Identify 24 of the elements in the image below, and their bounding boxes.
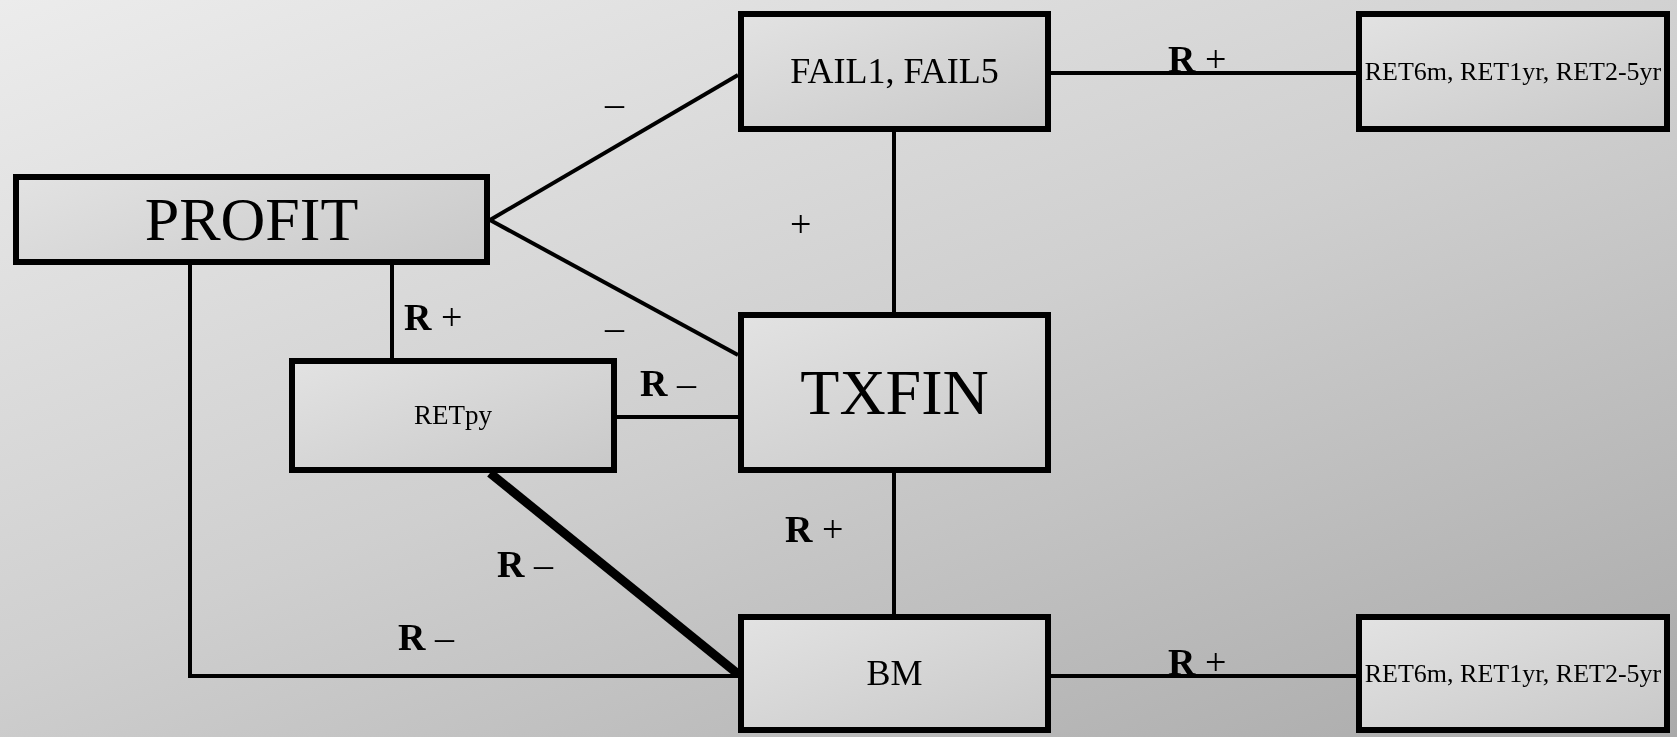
connector-line bbox=[892, 473, 896, 614]
variable-box: PROFIT bbox=[13, 174, 490, 265]
edge-label: – bbox=[605, 84, 624, 122]
variable-box: RET6m, RET1yr, RET2-5yr bbox=[1356, 614, 1670, 733]
edge-label: + bbox=[790, 205, 812, 243]
connector-line bbox=[617, 415, 738, 419]
connector-line bbox=[390, 265, 394, 358]
connector-line bbox=[892, 132, 896, 312]
variable-box: RETpy bbox=[289, 358, 617, 473]
edge-label: R + bbox=[404, 298, 463, 336]
variable-box: BM bbox=[738, 614, 1051, 733]
variable-box: RET6m, RET1yr, RET2-5yr bbox=[1356, 11, 1670, 132]
edge-label: R – bbox=[640, 364, 696, 402]
edge-label: R – bbox=[398, 618, 454, 656]
edge-label: R + bbox=[785, 510, 844, 548]
connector-line bbox=[1051, 71, 1356, 75]
edge-label: R – bbox=[497, 545, 553, 583]
variable-box: FAIL1, FAIL5 bbox=[738, 11, 1051, 132]
connector-line bbox=[1051, 674, 1356, 678]
edge-label: – bbox=[605, 308, 624, 346]
connector-line bbox=[188, 265, 738, 678]
connector-line bbox=[489, 73, 739, 222]
connector-line bbox=[489, 218, 739, 357]
variable-box: TXFIN bbox=[738, 312, 1051, 473]
